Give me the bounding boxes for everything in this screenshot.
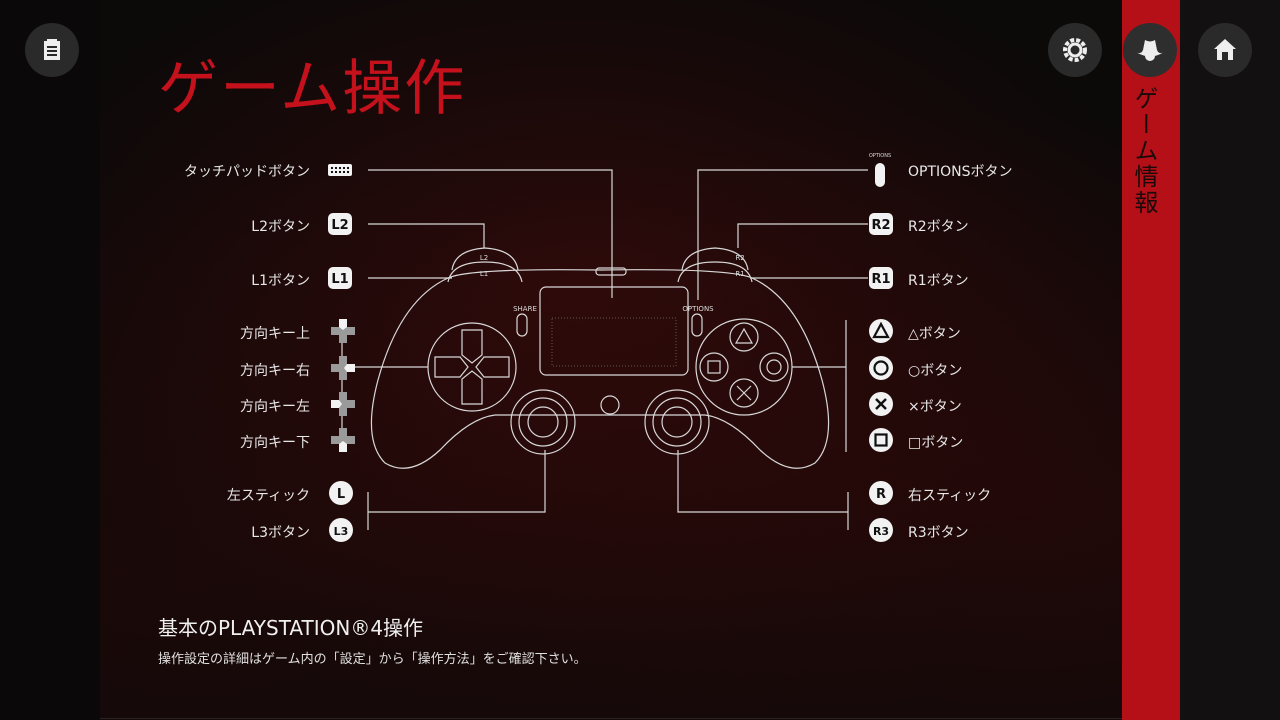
dpad-up-icon [331, 319, 355, 343]
label-circle: ○ボタン [908, 363, 963, 379]
right-stick-icon-text: R [876, 487, 886, 502]
r1-icon-text: R1 [871, 272, 890, 287]
home-button[interactable] [1198, 23, 1252, 77]
label-dpad-down: 方向キー下 [240, 435, 310, 451]
footer-note: 操作設定の詳細はゲーム内の「設定」から「操作方法」をご確認下さい。 [158, 652, 587, 667]
notes-icon [44, 39, 60, 60]
label-l2: L2ボタン [251, 219, 310, 235]
r2-icon-text: R2 [871, 218, 890, 233]
label-r3: R3ボタン [908, 525, 969, 541]
triangle-icon [869, 319, 893, 343]
r2-icon: R2 [869, 213, 893, 235]
page-title: ゲーム操作 [158, 54, 467, 124]
label-square: □ボタン [908, 435, 964, 451]
l3-icon: L3 [329, 518, 353, 542]
controller-r2-text: R2 [735, 254, 744, 262]
r3-icon-text: R3 [873, 525, 889, 538]
cowboy-hat-icon [1136, 40, 1164, 61]
game-info-tab-label: ゲーム情報 [1130, 86, 1158, 216]
square-icon [869, 428, 893, 452]
label-right-stick: 右スティック [908, 488, 992, 504]
left-stick-icon: L [329, 481, 353, 505]
label-r2: R2ボタン [908, 219, 969, 235]
label-dpad-up: 方向キー上 [240, 326, 310, 342]
dpad-left-icon [331, 392, 355, 416]
settings-button[interactable] [1048, 23, 1102, 77]
right-stick-icon: R [869, 481, 893, 505]
controller-l1-text: L1 [480, 270, 488, 278]
l1-icon: L1 [328, 267, 352, 289]
circle-button-icon [869, 356, 893, 380]
home-icon [1214, 39, 1236, 60]
label-options: OPTIONSボタン [908, 164, 1013, 180]
left-margin [0, 0, 100, 720]
controller-r1-text: R1 [735, 270, 744, 278]
cross-icon [869, 392, 893, 416]
controller-l2-text: L2 [480, 254, 488, 262]
l2-icon-text: L2 [331, 218, 348, 233]
r1-icon: R1 [869, 267, 893, 289]
label-dpad-left: 方向キー左 [240, 399, 310, 415]
label-r1: R1ボタン [908, 273, 969, 289]
label-l3: L3ボタン [251, 525, 310, 541]
controller-options-text: OPTIONS [682, 305, 714, 313]
r3-icon: R3 [869, 518, 893, 542]
game-info-button[interactable] [1123, 23, 1177, 77]
gear-icon [1063, 38, 1087, 62]
l3-icon-text: L3 [334, 525, 349, 538]
options-icon: OPTIONS [869, 153, 891, 187]
left-stick-icon-text: L [337, 487, 345, 502]
bottom-divider [100, 718, 1122, 719]
game-info-tab[interactable] [1122, 0, 1180, 720]
label-dpad-right: 方向キー右 [240, 363, 310, 379]
footer-title: 基本のPLAYSTATION®4操作 [158, 616, 424, 640]
label-l1: L1ボタン [251, 273, 310, 289]
right-margin [1180, 0, 1280, 720]
controller-share-text: SHARE [513, 305, 537, 313]
dpad-down-icon [331, 428, 355, 452]
l2-icon: L2 [328, 213, 352, 235]
dpad-right-icon [331, 356, 355, 380]
l1-icon-text: L1 [331, 272, 348, 287]
notes-button[interactable] [25, 23, 79, 77]
label-touchpad: タッチパッドボタン [184, 164, 310, 180]
touchpad-icon [328, 164, 352, 176]
label-cross: ×ボタン [908, 399, 962, 415]
label-left-stick: 左スティック [226, 488, 310, 504]
label-triangle: △ボタン [908, 326, 961, 342]
options-icon-text: OPTIONS [869, 153, 891, 159]
